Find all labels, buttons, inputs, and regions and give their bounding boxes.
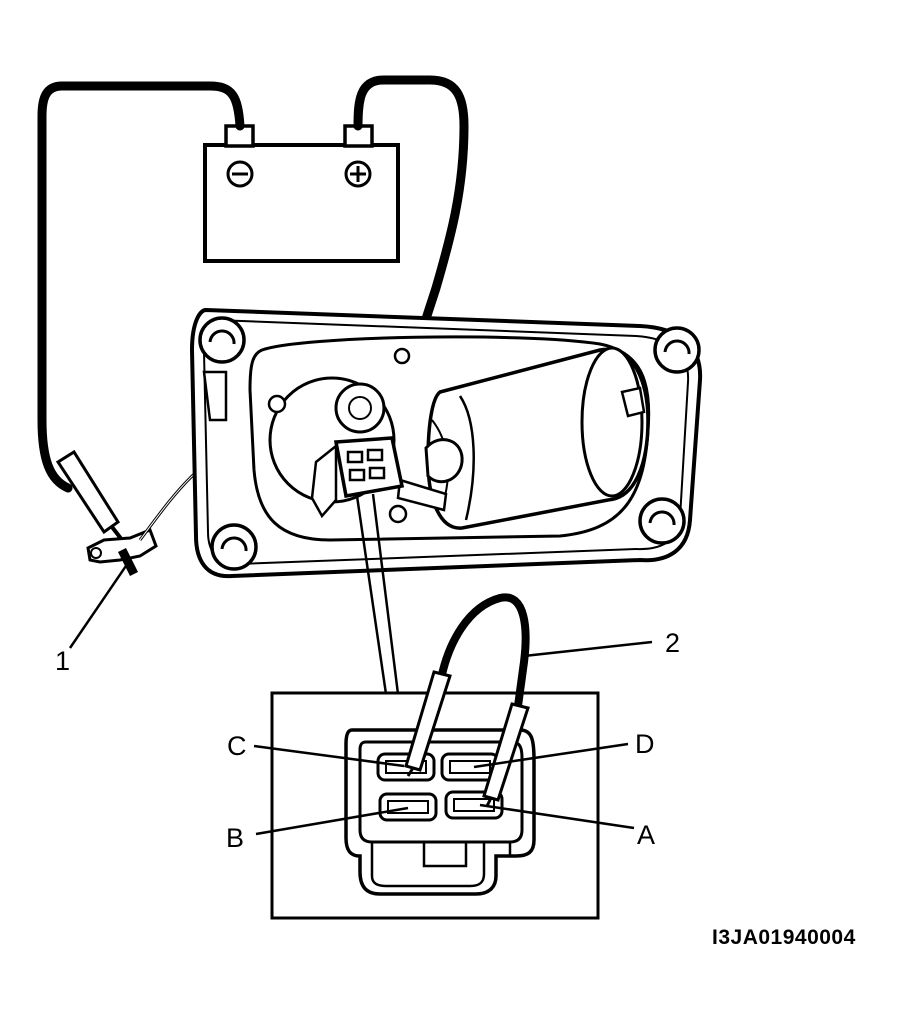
terminal-b-cavity: [378, 792, 438, 822]
callout-leaders: [68, 559, 653, 836]
callout-1-label: 1: [55, 646, 70, 676]
mount-boss-top-left: [198, 316, 246, 364]
connector-detail-box: [270, 691, 600, 920]
negative-lead-wire: [37, 81, 245, 547]
terminal-d-label: D: [635, 729, 655, 759]
jumper-wire: [404, 593, 530, 807]
negative-terminal-icon: [226, 160, 254, 188]
motor-connector-icon: [333, 436, 405, 499]
terminal-a-label: A: [637, 820, 655, 850]
terminal-c-label: C: [227, 731, 247, 761]
figure-code: I3JA01940004: [712, 926, 856, 949]
mount-boss-bottom-left: [210, 523, 258, 571]
mount-boss-bottom-right: [638, 497, 686, 545]
terminal-b-label: B: [226, 823, 244, 853]
mount-boss-top-right: [653, 326, 701, 374]
callout-2-label: 2: [665, 628, 680, 658]
detail-leader-lines: [355, 493, 400, 695]
positive-terminal-icon: [344, 160, 372, 188]
wiper-motor-icon: [189, 307, 703, 579]
battery-icon: [203, 124, 400, 263]
